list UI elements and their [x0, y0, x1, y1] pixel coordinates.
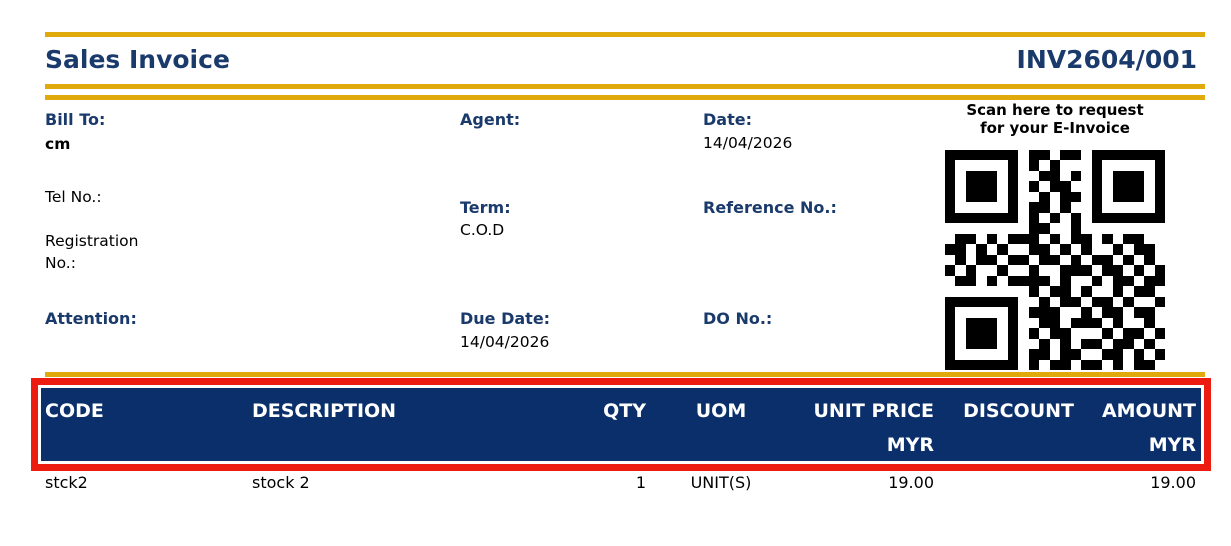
col-header-amount: AMOUNT: [1101, 400, 1196, 422]
item-qty-cell: 1: [635, 473, 646, 492]
col-header-qty: QTY: [603, 400, 646, 422]
item-description-cell: stock 2: [252, 473, 310, 492]
item-unit-price-cell: 19.00: [888, 473, 934, 492]
item-amount-cell: 19.00: [1150, 473, 1196, 492]
gold-rule-header-1: [45, 84, 1205, 89]
col-header-code: CODE: [45, 400, 104, 422]
term-label: Term:: [460, 198, 511, 217]
table-currency-row: MYR MYR: [45, 435, 1196, 455]
table-header-row: CODE DESCRIPTION QTY UOM UNIT PRICE DISC…: [45, 401, 1196, 421]
qr-code: [945, 150, 1165, 370]
col-header-discount: DISCOUNT: [963, 400, 1074, 422]
reference-no-label: Reference No.:: [703, 198, 837, 217]
col-header-uom: UOM: [695, 400, 747, 422]
bill-to-name: cm: [45, 135, 71, 153]
page-title: Sales Invoice: [45, 45, 230, 74]
due-date-value: 14/04/2026: [460, 333, 550, 351]
bill-to-label: Bill To:: [45, 110, 106, 129]
col-header-unit-price: UNIT PRICE: [813, 400, 934, 422]
einvoice-caption-line1: Scan here to request: [966, 101, 1144, 119]
table-header-band: CODE DESCRIPTION QTY UOM UNIT PRICE DISC…: [41, 388, 1201, 461]
amount-currency: MYR: [1148, 434, 1196, 456]
col-header-description: DESCRIPTION: [252, 400, 397, 422]
invoice-number: INV2604/001: [1016, 45, 1197, 74]
agent-label: Agent:: [460, 110, 521, 129]
attention-label: Attention:: [45, 309, 137, 328]
einvoice-caption: Scan here to request for your E-Invoice: [925, 101, 1185, 137]
item-discount-cell: [934, 473, 1074, 493]
tel-no-label: Tel No.:: [45, 188, 102, 206]
due-date-label: Due Date:: [460, 309, 551, 328]
date-value: 14/04/2026: [703, 134, 793, 152]
date-label: Date:: [703, 110, 752, 129]
einvoice-caption-line2: for your E-Invoice: [980, 119, 1130, 137]
gold-rule-header-2: [45, 95, 1205, 100]
registration-no-label: Registration No.:: [45, 232, 139, 272]
table-row: stck2 stock 2 1 UNIT(S) 19.00 19.00: [41, 473, 1201, 493]
highlight-annotation-box: CODE DESCRIPTION QTY UOM UNIT PRICE DISC…: [31, 378, 1211, 471]
gold-rule-table: [45, 372, 1205, 377]
gold-rule-top: [45, 32, 1205, 37]
item-code-cell: stck2: [45, 473, 88, 492]
term-value: C.O.D: [460, 221, 505, 239]
item-uom-cell: UNIT(S): [690, 473, 752, 492]
do-no-label: DO No.:: [703, 309, 773, 328]
unit-price-currency: MYR: [886, 434, 934, 456]
